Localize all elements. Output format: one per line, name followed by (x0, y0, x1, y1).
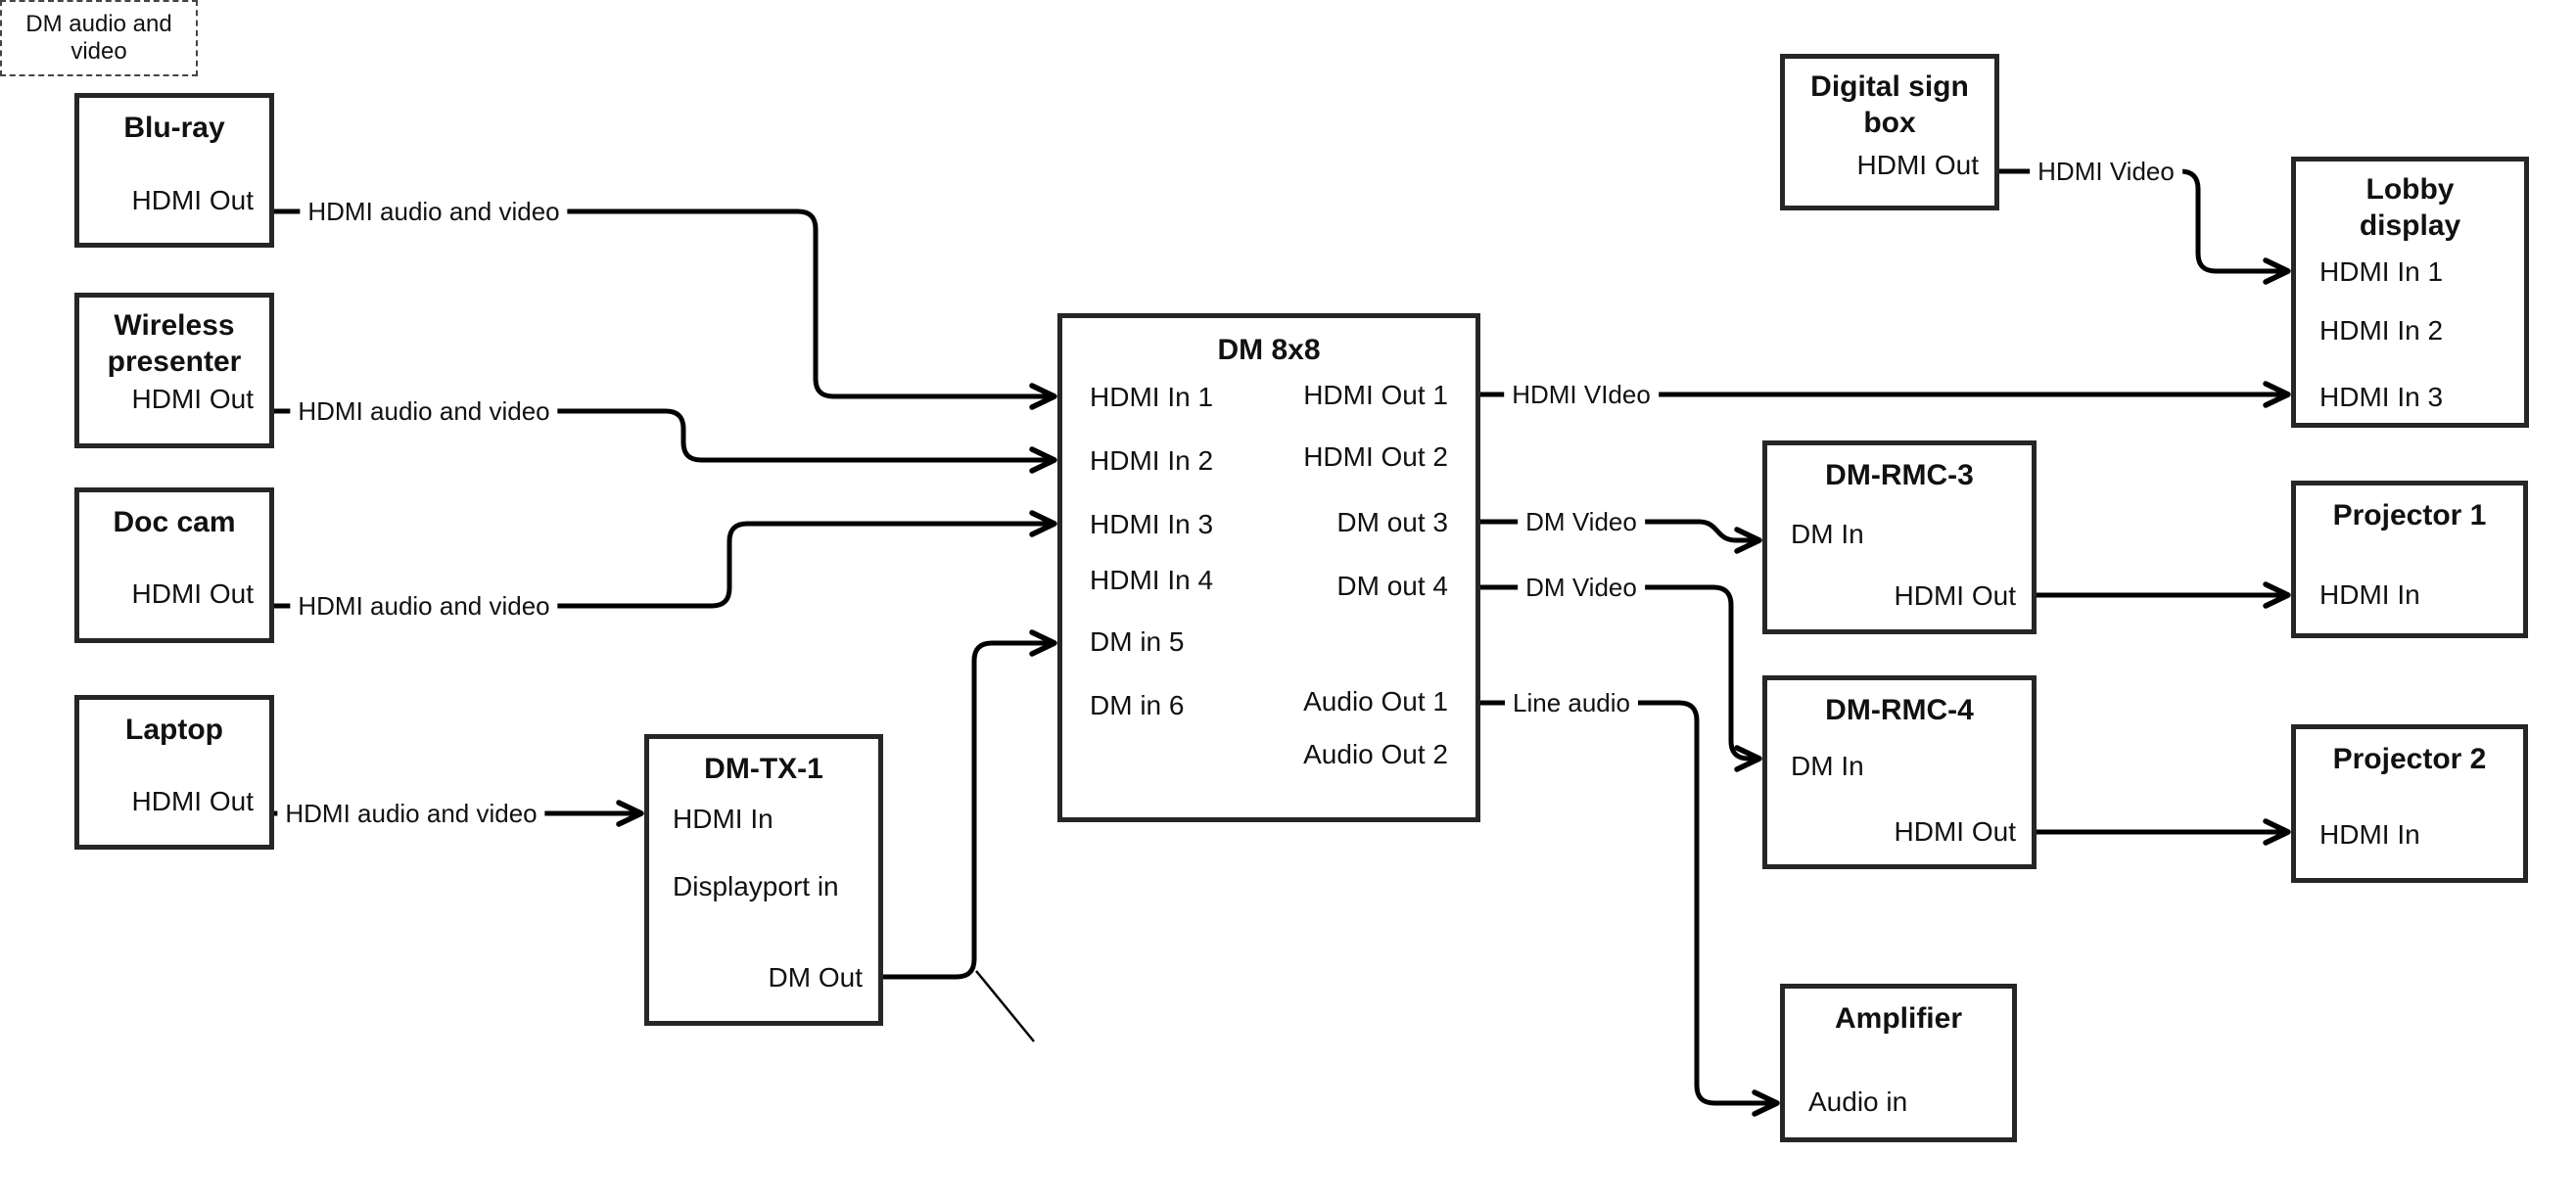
node-title: Blu-ray (123, 112, 225, 144)
wire-wireless-to-dm8x8-in2 (274, 408, 1057, 474)
port-hdmi-in-4: HDMI In 4 (1090, 565, 1214, 595)
port-hdmi-in: HDMI In (2319, 819, 2420, 850)
wire-label-hdmi-audio-video: HDMI audio and video (300, 195, 568, 228)
port-hdmi-out: HDMI Out (131, 578, 254, 609)
port-hdmi-out: HDMI Out (1894, 580, 2016, 611)
node-title: Projector 1 (2332, 499, 2487, 531)
wire-label-dm-video: DM Video (1518, 505, 1645, 538)
port-hdmi-out: HDMI Out (1894, 816, 2016, 847)
port-hdmi-out-2: HDMI Out 2 (1303, 441, 1448, 472)
node-digital-sign-box: Digital sign box HDMI Out (1780, 54, 1999, 210)
node-amplifier: Amplifier Audio in (1780, 984, 2017, 1142)
port-audio-out-1: Audio Out 1 (1303, 686, 1448, 716)
node-dm-rmc-3: DM-RMC-3 DM In HDMI Out (1762, 440, 2037, 634)
wire-dm8x8-audio1-to-amp (1480, 700, 1780, 1117)
wire-label-dm-video: DM Video (1518, 571, 1645, 604)
node-lobby-display: Lobby display HDMI In 1 HDMI In 2 HDMI I… (2291, 157, 2529, 428)
node-dm-8x8: DM 8x8 HDMI In 1 HDMI In 2 HDMI In 3 HDM… (1057, 313, 1480, 822)
wire-dm8x8-out3-to-rmc3 (1480, 519, 1762, 554)
node-title: DM-RMC-3 (1825, 459, 1974, 491)
wire-digsign-to-lobby-in1 (1999, 168, 2291, 285)
port-hdmi-out: HDMI Out (131, 786, 254, 816)
wire-label-hdmi-audio-video: HDMI audio and video (290, 589, 558, 623)
port-dm-in: DM In (1791, 751, 1864, 781)
wire-label-hdmi-video: HDMI VIdeo (1504, 378, 1659, 411)
port-hdmi-in-1: HDMI In 1 (1090, 382, 1214, 412)
port-audio-out-2: Audio Out 2 (1303, 739, 1448, 769)
node-blu-ray: Blu-ray HDMI Out (74, 93, 274, 248)
wire-label-line-audio: Line audio (1505, 686, 1638, 719)
node-wireless-presenter: Wireless presenter HDMI Out (74, 293, 274, 448)
port-hdmi-out: HDMI Out (131, 384, 254, 414)
node-title: Lobby display (2359, 173, 2461, 242)
port-dm-in: DM In (1791, 519, 1864, 549)
wire-bluray-to-dm8x8-in1 (274, 208, 1057, 410)
port-hdmi-out: HDMI Out (1856, 150, 1979, 180)
node-projector-1: Projector 1 HDMI In (2291, 481, 2528, 638)
port-dm-out-4: DM out 4 (1336, 571, 1448, 601)
port-dm-in-6: DM in 6 (1090, 690, 1185, 720)
node-title: DM-TX-1 (704, 753, 823, 785)
port-dm-out-3: DM out 3 (1336, 507, 1448, 537)
port-hdmi-in: HDMI In (673, 804, 773, 834)
port-displayport-in: Displayport in (673, 871, 839, 901)
node-dm-tx-1: DM-TX-1 HDMI In Displayport in DM Out (644, 734, 883, 1026)
port-hdmi-in-2: HDMI In 2 (1090, 445, 1214, 476)
wire-label-hdmi-video: HDMI Video (2030, 155, 2182, 188)
node-doc-cam: Doc cam HDMI Out (74, 487, 274, 643)
node-title: DM 8x8 (1217, 334, 1321, 366)
wire-label-hdmi-audio-video: HDMI audio and video (290, 394, 558, 428)
port-hdmi-in: HDMI In (2319, 579, 2420, 610)
node-title: DM-RMC-4 (1825, 694, 1974, 726)
node-laptop: Laptop HDMI Out (74, 695, 274, 850)
node-title: Wireless presenter (107, 309, 242, 378)
port-hdmi-in-3: HDMI In 3 (2319, 382, 2444, 412)
node-title: Digital sign box (1810, 70, 1969, 139)
port-hdmi-in-1: HDMI In 1 (2319, 256, 2444, 287)
port-hdmi-out: HDMI Out (131, 185, 254, 215)
node-title: Amplifier (1834, 1002, 1963, 1035)
wire-dm8x8-out4-to-rmc4 (1480, 584, 1762, 772)
node-title: Laptop (125, 714, 223, 746)
wire-label-hdmi-audio-video: HDMI audio and video (277, 797, 545, 830)
port-dm-in-5: DM in 5 (1090, 626, 1185, 657)
note-dm-audio-and-video: DM audio and video (0, 0, 198, 76)
node-projector-2: Projector 2 HDMI In (2291, 724, 2528, 883)
port-hdmi-in-3: HDMI In 3 (1090, 509, 1214, 539)
wire-doccam-to-dm8x8-in3 (274, 510, 1057, 609)
node-title: Projector 2 (2332, 743, 2487, 775)
port-dm-out: DM Out (768, 962, 863, 993)
port-hdmi-out-1: HDMI Out 1 (1303, 380, 1448, 410)
port-hdmi-in-2: HDMI In 2 (2319, 315, 2444, 346)
node-title: Doc cam (113, 506, 236, 538)
node-dm-rmc-4: DM-RMC-4 DM In HDMI Out (1762, 675, 2037, 869)
port-audio-in: Audio in (1808, 1086, 1908, 1117)
wire-dmtx1-to-dm8x8-in5 (883, 629, 1057, 980)
note-leader-line (975, 970, 1035, 1042)
